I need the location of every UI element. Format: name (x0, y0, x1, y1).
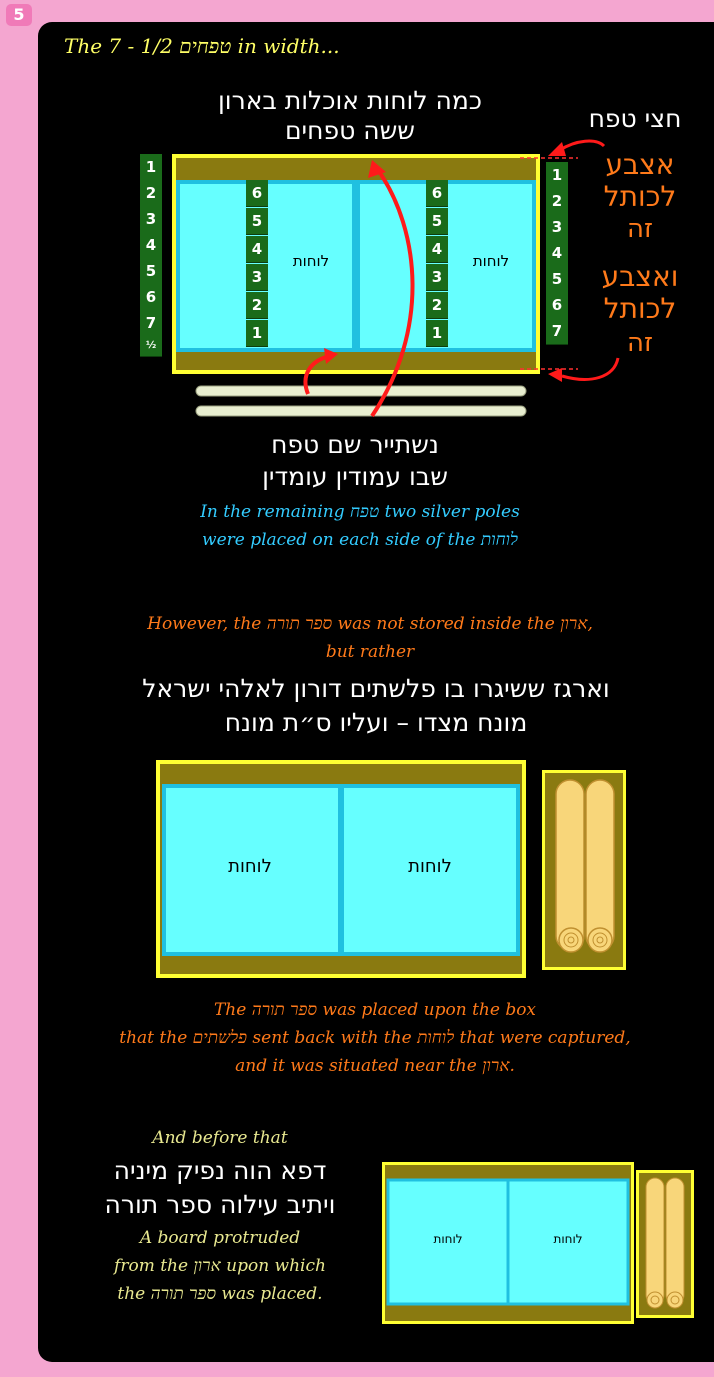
etzba-1-line3: זה (627, 214, 653, 244)
bottom-scroll-right (665, 1177, 685, 1305)
right-tablet-label: לוחות (472, 252, 510, 270)
etzba-1-line2: לכותל (603, 180, 677, 213)
etzba-2-line2: לכותל (603, 292, 677, 325)
etzba-2-line1: ואצבע (601, 260, 679, 293)
left-tablet-number-6: 6 (246, 180, 268, 207)
left-tablet-number-2: 2 (246, 292, 268, 319)
top-right-arrowhead (548, 142, 566, 156)
placed-line2: that the פלשתים sent back with the לוחות… (119, 1028, 631, 1048)
remain-line2: שבו עמודין עומדין (262, 462, 448, 491)
bottom-left-tablet (386, 1178, 510, 1306)
middle-scroll-roll-right (587, 927, 613, 953)
ark-title-line2: ששה טפחים (284, 116, 416, 145)
right-tablet-number-2: 2 (426, 292, 448, 319)
placed-line3: and it was situated near the ארון. (235, 1056, 515, 1076)
board-line3: the ספר תורה was placed. (117, 1284, 323, 1304)
small-curve-arrowhead (324, 348, 338, 364)
argaz-line2: מונח מצדו – ועליו ס״ת מונח (224, 708, 528, 737)
middle-scroll-roll-left (558, 927, 584, 953)
board-line1: A board protruded (139, 1228, 301, 1248)
bottom-right-arrow (561, 357, 620, 381)
right-tablet-number-3: 3 (426, 264, 448, 291)
board-line2: from the ארון upon which (114, 1256, 326, 1276)
dafa-line2: ויתיב עילוה ספר תורה (104, 1190, 336, 1219)
right-tablet-number-6: 6 (426, 180, 448, 207)
middle-scroll-right (585, 779, 615, 951)
bottom-right-tablet (506, 1178, 630, 1306)
argaz-line1: וארגז ששיגרו בו פלשתים דורון לאלהי ישראל (142, 674, 610, 703)
however-line2: but rather (325, 642, 415, 662)
half-tefach-label: חצי טפח (588, 104, 682, 133)
dafa-line1: דפא הוה נפיק מיניה (113, 1156, 327, 1185)
left-tablet-label: לוחות (292, 252, 330, 270)
remain-en-line1: In the remaining טפח two silver poles (200, 502, 520, 522)
right-tablet-number-1: 1 (426, 320, 448, 347)
etzba-1-line1: אצבע (605, 148, 675, 181)
left-tablet-number-5: 5 (246, 208, 268, 235)
header-text: The 7 - 1/2 טפחים in width... (64, 34, 340, 58)
big-curve-arrow (370, 168, 415, 418)
before-that-text: And before that (152, 1128, 288, 1148)
left-tablet-number-1: 1 (246, 320, 268, 347)
bottom-left-tablet-label: לוחות (433, 1232, 463, 1246)
ark-title-line1: כמה לוחות אוכלות בארון (217, 86, 483, 115)
middle-scroll-left (555, 779, 585, 951)
remain-en-line2: were placed on each side of the לוחות (202, 530, 518, 550)
etzba-2-line3: זה (627, 328, 653, 358)
silver-pole-2 (195, 405, 527, 417)
middle-right-tablet (340, 784, 520, 956)
right-tablet-number-4: 4 (426, 236, 448, 263)
middle-left-tablet-label: לוחות (228, 856, 272, 877)
ark-top-diagram (172, 139, 620, 418)
page-number-badge: 5 (6, 4, 32, 26)
left-tablet-number-4: 4 (246, 236, 268, 263)
bottom-scroll-left (645, 1177, 665, 1305)
middle-right-tablet-label: לוחות (408, 856, 452, 877)
however-line1: However, the ספר תורה was not stored ins… (147, 614, 593, 634)
right-tablet-number-5: 5 (426, 208, 448, 235)
silver-pole-1 (195, 385, 527, 397)
top-right-arrow (559, 139, 606, 152)
bottom-right-arrowhead (548, 368, 562, 382)
big-curve-arrowhead (368, 160, 386, 178)
remain-line1: נשתייר שם טפח (271, 430, 439, 459)
left-tablet-number-3: 3 (246, 264, 268, 291)
middle-left-tablet (162, 784, 342, 956)
placed-line1: The ספר תורה was placed upon the box (213, 1000, 537, 1020)
right-outer-number-7: 7 (546, 318, 568, 345)
left-outer-number-half: ½ (140, 336, 162, 357)
bottom-right-tablet-label: לוחות (553, 1232, 583, 1246)
